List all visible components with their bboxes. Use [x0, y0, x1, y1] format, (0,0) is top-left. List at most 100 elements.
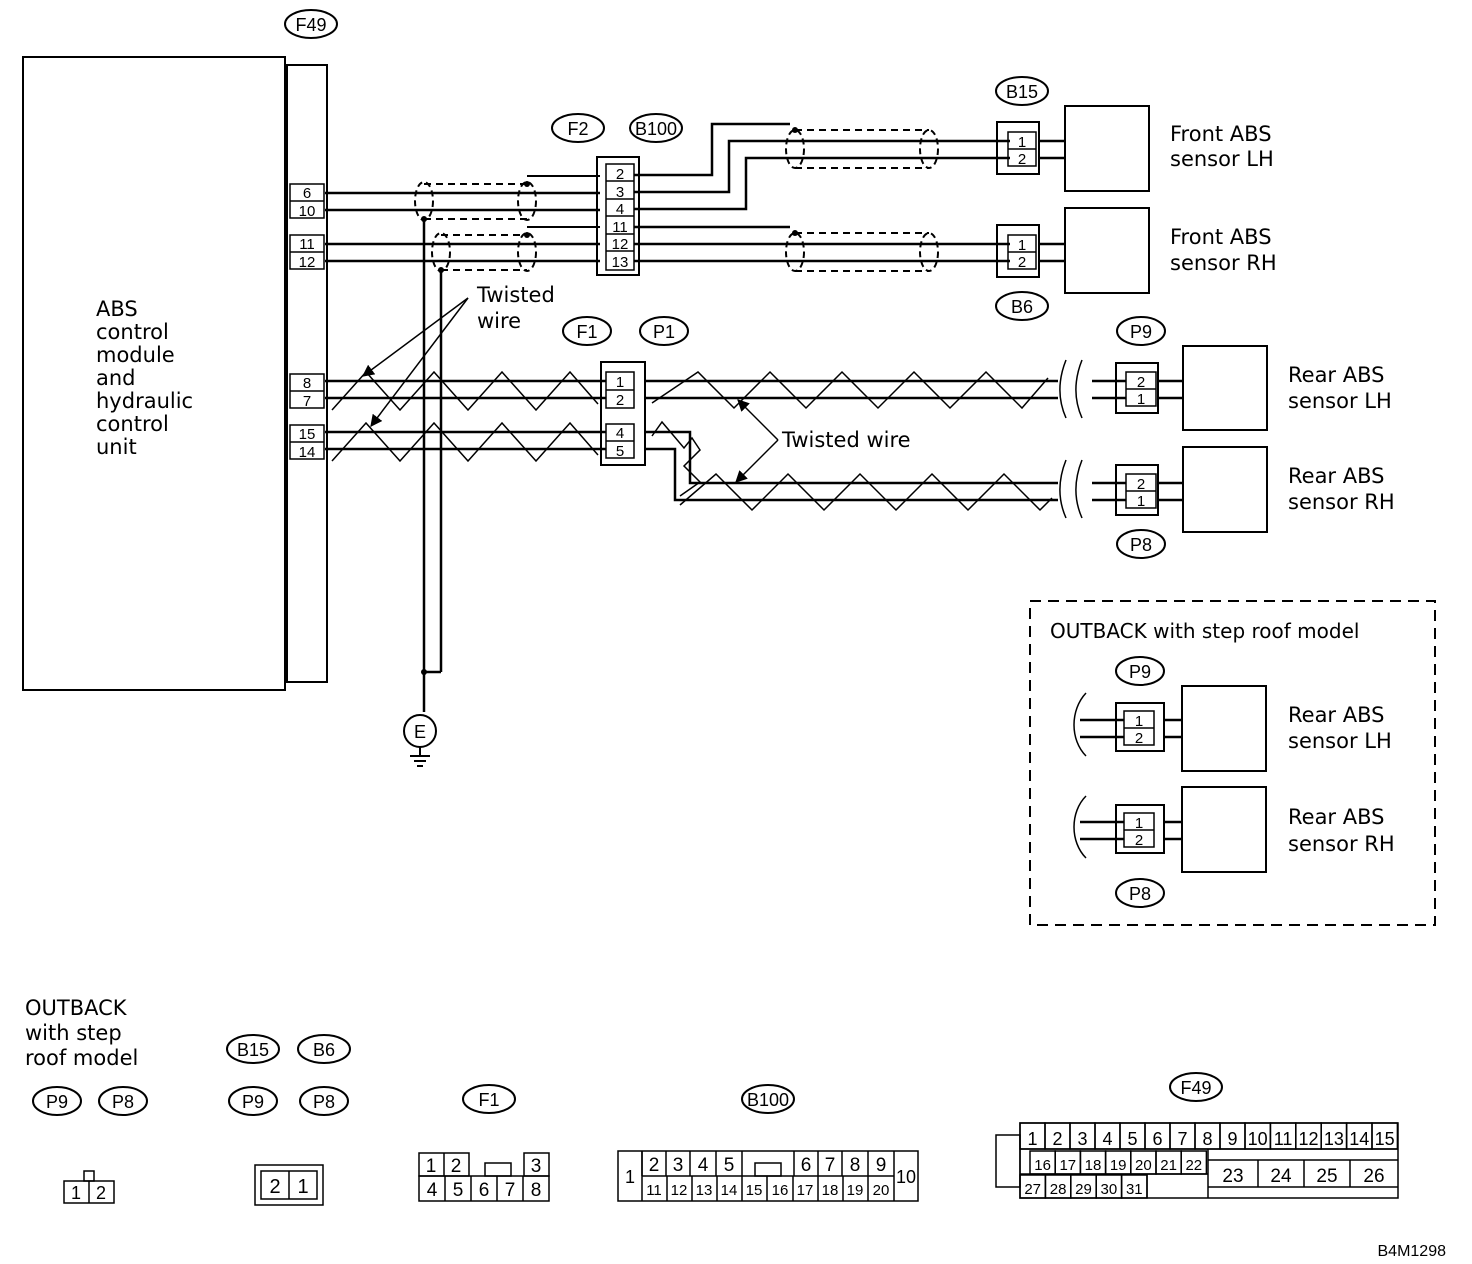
rear-abs-sensor-lh [1182, 345, 1268, 431]
front-lh-shield [785, 127, 939, 169]
svg-text:B15: B15 [1006, 82, 1038, 102]
pin-label: 4 [616, 425, 624, 442]
module-label-line: module [96, 343, 175, 367]
svg-text:F49: F49 [295, 15, 326, 35]
pin-label: 20 [1135, 1157, 1152, 1174]
pin-label: 2 [616, 166, 624, 183]
view-group2-tags: B15 B6 P9 P8 [226, 1034, 351, 1116]
pin-label: 18 [822, 1182, 839, 1199]
svg-text:OUTBACK: OUTBACK [25, 996, 128, 1020]
connector-tag-p1: P1 [639, 316, 689, 346]
pin-label: 3 [673, 1155, 684, 1176]
front-rh-connector: 1 2 [996, 224, 1065, 278]
pin-cell [1180, 1150, 1208, 1175]
pin-label: 2 [1135, 730, 1143, 747]
svg-text:B15: B15 [237, 1040, 269, 1060]
pin-label: 12 [671, 1182, 688, 1199]
pin-label: 1 [71, 1183, 81, 1203]
pin-label: 14 [299, 444, 316, 461]
sensor-label: sensor RH [1170, 251, 1277, 275]
view-b100-connector [617, 1150, 919, 1202]
svg-text:P9: P9 [1130, 322, 1152, 342]
sensor-label: Rear ABS [1288, 703, 1384, 727]
sensor-label: Rear ABS [1288, 805, 1384, 829]
pin-label: 12 [1298, 1129, 1318, 1149]
pin-label: 29 [1075, 1181, 1092, 1198]
pin-label: 20 [873, 1182, 890, 1199]
pin-label: 1 [1135, 713, 1143, 730]
rear-lh-wires [645, 379, 1126, 400]
pin-label: 3 [1077, 1129, 1087, 1149]
svg-text:wire: wire [477, 309, 521, 333]
pin-label: 24 [1270, 1166, 1292, 1187]
ground-drain-wires [422, 219, 443, 712]
pin-label: 13 [1324, 1129, 1344, 1149]
abs-control-module [22, 56, 328, 691]
pin-label: 22 [1185, 1157, 1202, 1174]
sensor-label: Front ABS [1170, 225, 1272, 249]
sensor-label: Front ABS [1170, 122, 1272, 146]
pin-label: 1 [1018, 134, 1026, 151]
twisted-wire-label-lower: Twisted wire [735, 399, 911, 483]
pin-label: 8 [303, 375, 311, 392]
view-b100-tag: B100 [741, 1084, 795, 1114]
ground-symbol: E [403, 669, 437, 767]
shield-lines [414, 175, 600, 272]
pin-label: 25 [1316, 1166, 1337, 1187]
svg-text:P9: P9 [242, 1092, 264, 1112]
svg-text:P8: P8 [1130, 535, 1152, 555]
pin-label: 2 [1052, 1129, 1062, 1149]
connector-tag-b15: B15 [995, 76, 1049, 106]
pin-label: 15 [746, 1182, 763, 1199]
pin-cell [1120, 1174, 1148, 1199]
svg-text:Twisted wire: Twisted wire [781, 428, 911, 452]
pin-label: 1 [1027, 1129, 1037, 1149]
pin-label: 8 [531, 1180, 542, 1201]
pin-label: 7 [825, 1155, 836, 1176]
svg-text:F49: F49 [1180, 1078, 1211, 1098]
pin-label: 15 [1375, 1129, 1395, 1149]
pin-label: 28 [1050, 1181, 1067, 1198]
pin-label: 11 [612, 219, 628, 236]
connector-tag-p8: P8 [1116, 529, 1166, 559]
svg-text:with step: with step [25, 1021, 122, 1045]
pin-label: 8 [850, 1155, 861, 1176]
pin-label: 5 [724, 1155, 735, 1176]
pin-label: 12 [299, 254, 316, 271]
pin-label: 11 [646, 1182, 662, 1199]
view-b100-pins: 1 10 2 3 4 5 6 7 8 9 11 12 13 14 15 16 1… [625, 1155, 916, 1199]
svg-text:P8: P8 [1129, 884, 1151, 904]
pin-label: 1 [616, 374, 624, 391]
pin-label: 26 [1363, 1166, 1384, 1187]
pin-label: 16 [1034, 1157, 1051, 1174]
front-wires [325, 191, 600, 263]
pin-label: 27 [1024, 1181, 1041, 1198]
connector-f2-b100: 2 3 4 11 12 13 [596, 156, 640, 276]
outback-rear-rh-connector: 1 2 [1073, 795, 1182, 859]
module-label-line: ABS [96, 297, 138, 321]
pin-label: 15 [299, 426, 316, 443]
twist-zigzags-sensor-side [651, 370, 1053, 512]
svg-text:B100: B100 [747, 1090, 789, 1110]
front-abs-sensor-rh [1064, 207, 1150, 294]
module-label: ABS control module and hydraulic control… [96, 297, 193, 459]
module-label-line: unit [96, 435, 137, 459]
pin-cell [1371, 1122, 1399, 1150]
pin-label: 1 [625, 1167, 635, 1187]
front-rh-shield [785, 230, 939, 272]
pin-label: 1 [1137, 493, 1145, 510]
pin-label: 2 [1135, 832, 1143, 849]
connector-tag-f49: F49 [284, 9, 338, 39]
pin-label: 23 [1222, 1166, 1243, 1187]
pin-label: 5 [453, 1180, 464, 1201]
outback-tag-p9: P9 [1115, 656, 1165, 686]
pin-label: 4 [427, 1180, 438, 1201]
pin-label: 3 [616, 184, 624, 201]
pin-label: 10 [299, 203, 316, 220]
front-abs-sensor-lh [1064, 105, 1150, 192]
pin-label: 2 [649, 1155, 660, 1176]
view-f49-tag: F49 [1169, 1072, 1223, 1102]
